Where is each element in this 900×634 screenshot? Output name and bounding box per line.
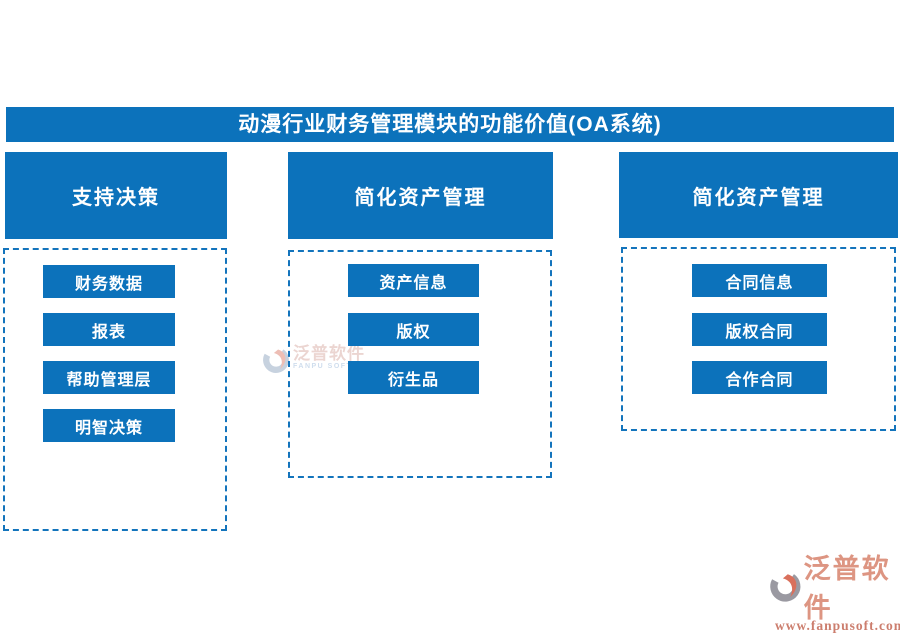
- diagram-node: 资产信息: [348, 264, 479, 297]
- fanpu-logo: 泛普软件 www.fanpusoft.com: [769, 547, 900, 634]
- column1-header: 支持决策: [5, 152, 227, 239]
- fanpu-logo-icon: [263, 347, 289, 373]
- diagram-node: 版权: [348, 313, 479, 346]
- watermark-subtitle: FANPU SOFTWARE: [293, 363, 380, 370]
- diagram-node: 财务数据: [43, 265, 175, 298]
- fanpu-logo-icon: [770, 570, 801, 602]
- diagram-node: 版权合同: [692, 313, 827, 346]
- diagram-node: 明智决策: [43, 409, 175, 442]
- diagram-node: 合同信息: [692, 264, 827, 297]
- logo-url: www.fanpusoft.com: [775, 618, 900, 633]
- diagram-node: 报表: [43, 313, 175, 346]
- diagram-title: 动漫行业财务管理模块的功能价值(OA系统): [6, 107, 894, 142]
- diagram-node: 帮助管理层: [43, 361, 175, 394]
- watermark-name: 泛普软件: [293, 344, 365, 363]
- diagram-node: 合作合同: [692, 361, 827, 394]
- diagram-node: 衍生品: [348, 361, 479, 394]
- logo-name: 泛普软件: [803, 554, 891, 623]
- column2-header: 简化资产管理: [288, 152, 553, 239]
- center-watermark: 泛普软件 FANPU SOFTWARE: [262, 344, 379, 374]
- column3-container: 合同信息 版权合同 合作合同: [621, 247, 896, 431]
- column1-container: 财务数据 报表 帮助管理层 明智决策: [3, 248, 227, 531]
- column3-header: 简化资产管理: [619, 152, 898, 238]
- column2-container: 资产信息 版权 衍生品: [288, 250, 552, 478]
